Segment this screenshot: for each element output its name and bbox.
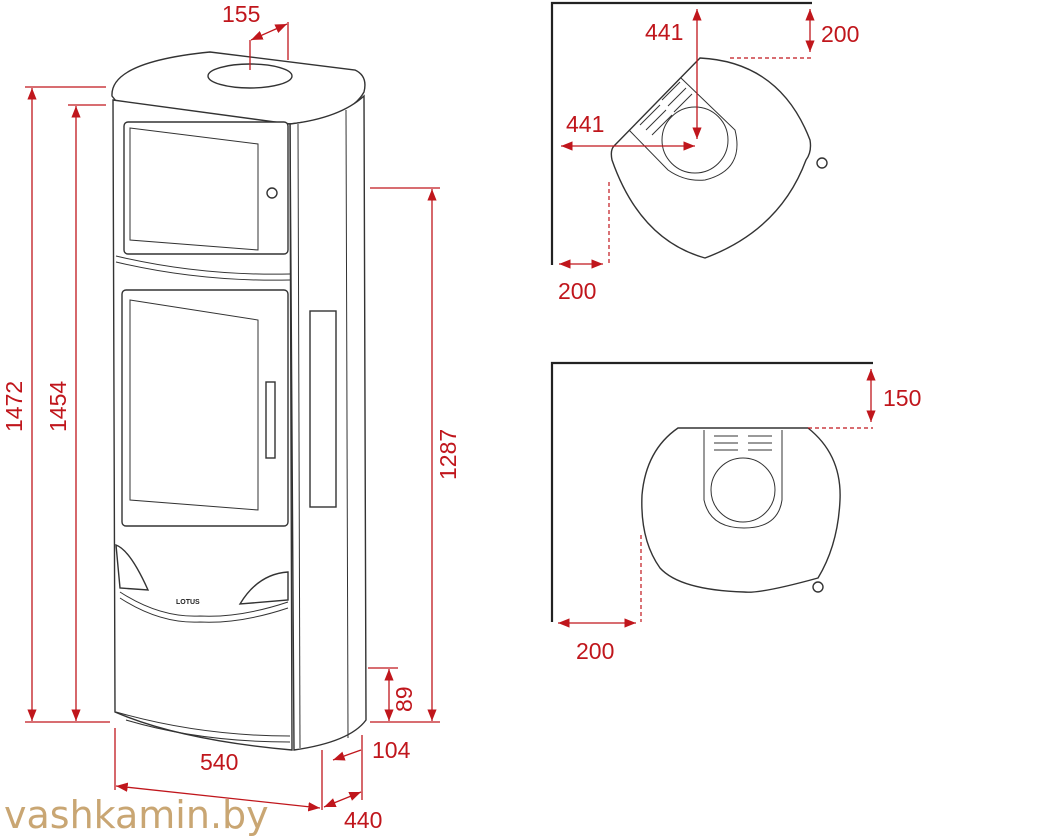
dim-depth: 440 (344, 807, 382, 833)
front-dimensions: 1472 1454 1287 89 155 540 440 104 (1, 1, 461, 833)
wall-stove-outline (641, 427, 841, 593)
watermark: vashkamin.by (4, 793, 269, 836)
upper-door-knob[interactable] (266, 187, 278, 199)
wall-vents (714, 435, 772, 451)
corner-side-clearance: 200 (558, 278, 596, 304)
dim-width: 540 (200, 749, 238, 775)
side-window (309, 310, 337, 508)
dim-body-height: 1454 (45, 381, 71, 432)
dim-base-height: 89 (391, 686, 417, 712)
wall-plan: 150 200 (550, 361, 921, 664)
upper-door (123, 121, 289, 255)
dim-side-offset: 104 (372, 737, 411, 763)
corner-vents (639, 81, 693, 136)
door-handle[interactable] (265, 381, 276, 459)
wall-air-inlet (812, 581, 824, 593)
left-grille (115, 543, 150, 591)
dim-total-height: 1472 (1, 381, 27, 432)
fire-door[interactable] (121, 289, 289, 527)
right-grille (238, 571, 289, 605)
dim-flue-offset: 155 (222, 1, 260, 27)
corner-wall (550, 1, 812, 265)
front-view: LOTUS (111, 51, 367, 751)
back-wall (550, 361, 873, 622)
corner-plan: 200 441 441 200 (550, 1, 859, 304)
corner-flue-vertical: 441 (645, 19, 683, 45)
wall-side-clearance: 200 (576, 638, 614, 664)
corner-flue-horizontal: 441 (566, 111, 604, 137)
dim-flue-height: 1287 (435, 429, 461, 480)
corner-back-clearance: 200 (821, 21, 859, 47)
corner-air-inlet (816, 157, 828, 169)
wall-back-clearance: 150 (883, 385, 921, 411)
corner-stove-outline (610, 57, 812, 259)
wall-flue (710, 457, 776, 523)
brand-label: LOTUS (176, 599, 200, 606)
